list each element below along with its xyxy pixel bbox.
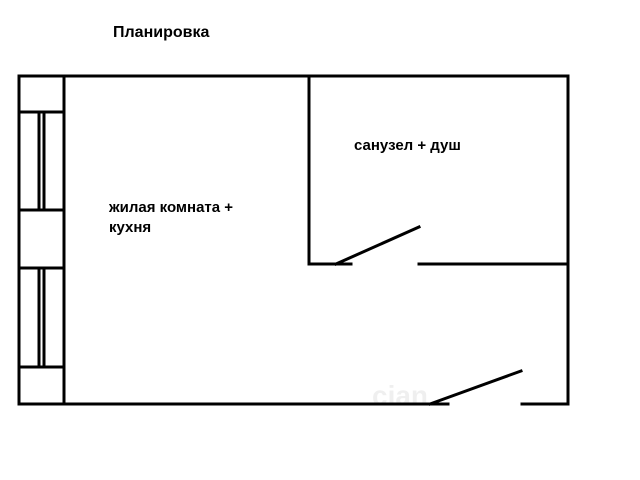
bathroom-label: санузел + душ	[354, 137, 461, 154]
entrance-door	[428, 369, 523, 406]
bathroom-door	[334, 225, 421, 266]
living-room-label: жилая комната + кухня	[109, 199, 234, 236]
watermark: cian	[372, 380, 429, 411]
plan-title: Планировка	[113, 24, 210, 41]
